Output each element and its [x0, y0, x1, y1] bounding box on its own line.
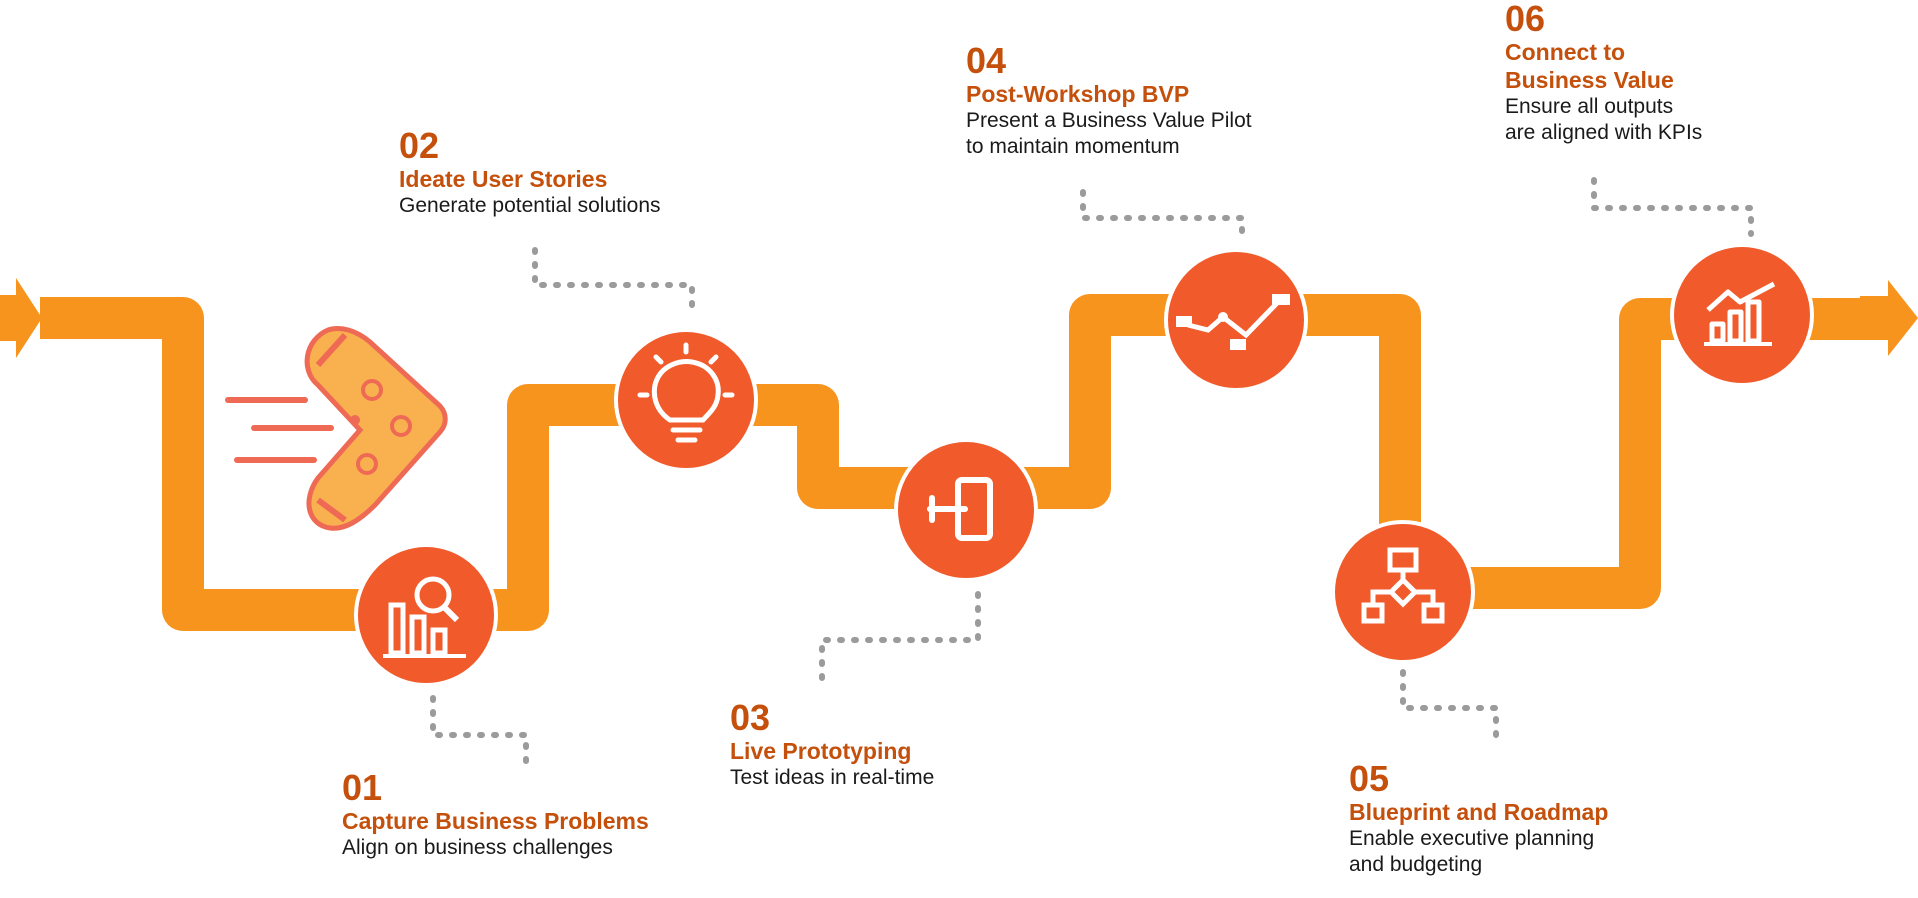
- step-04: 04 Post-Workshop BVP Present a Business …: [966, 42, 1252, 160]
- step-title: Live Prototyping: [730, 738, 912, 764]
- lightbulb-icon: [637, 342, 735, 443]
- line-chart-nodes-icon: [1176, 294, 1290, 350]
- step-title: Blueprint and Roadmap: [1349, 799, 1609, 825]
- step-node-06: [1670, 243, 1814, 387]
- step-description: Test ideas in real-time: [730, 766, 935, 789]
- step-02: 02 Ideate User Stories Generate potentia…: [399, 127, 661, 219]
- bar-chart-search-icon: [383, 576, 466, 658]
- step-node-04: [1164, 248, 1308, 392]
- boomerang-icon: [225, 326, 448, 531]
- step-06: 06 Connect to Business Value Ensure all …: [1505, 0, 1702, 146]
- step-number: 06: [1505, 0, 1546, 39]
- growth-chart-icon: [1704, 281, 1776, 346]
- step-node-03: [894, 438, 1038, 582]
- step-number: 01: [342, 767, 383, 808]
- step-node-02: [614, 328, 758, 472]
- flowchart-icon: [1361, 547, 1445, 624]
- step-03: 03 Live Prototyping Test ideas in real-t…: [730, 699, 934, 791]
- step-node-01: [354, 543, 498, 687]
- connector-05: [1400, 669, 1499, 748]
- exit-arrow-icon: [1860, 280, 1918, 356]
- connector-03: [819, 591, 981, 688]
- step-number: 04: [966, 40, 1007, 81]
- step-01: 01 Capture Business Problems Align on bu…: [342, 769, 649, 861]
- entry-arrow-icon: [0, 278, 42, 358]
- step-description: Align on business challenges: [342, 836, 613, 859]
- prototype-frame-icon: [927, 477, 993, 541]
- step-number: 05: [1349, 758, 1390, 799]
- step-number: 02: [399, 125, 440, 166]
- step-title: Post-Workshop BVP: [966, 81, 1190, 107]
- step-description: Enable executive planning and budgeting: [1349, 827, 1595, 876]
- step-title: Capture Business Problems: [342, 808, 649, 834]
- connector-06: [1591, 177, 1754, 237]
- step-node-05: [1331, 520, 1475, 664]
- step-05: 05 Blueprint and Roadmap Enable executiv…: [1349, 760, 1608, 878]
- step-description: Ensure all outputs are aligned with KPIs: [1505, 95, 1703, 144]
- step-title: Ideate User Stories: [399, 166, 608, 192]
- step-number: 03: [730, 697, 771, 738]
- connector-01: [430, 695, 529, 771]
- connector-02: [532, 247, 695, 319]
- connector-04: [1080, 189, 1245, 246]
- step-title: Connect to Business Value: [1505, 39, 1674, 93]
- step-description: Present a Business Value Pilot to mainta…: [966, 109, 1252, 158]
- step-description: Generate potential solutions: [399, 194, 661, 217]
